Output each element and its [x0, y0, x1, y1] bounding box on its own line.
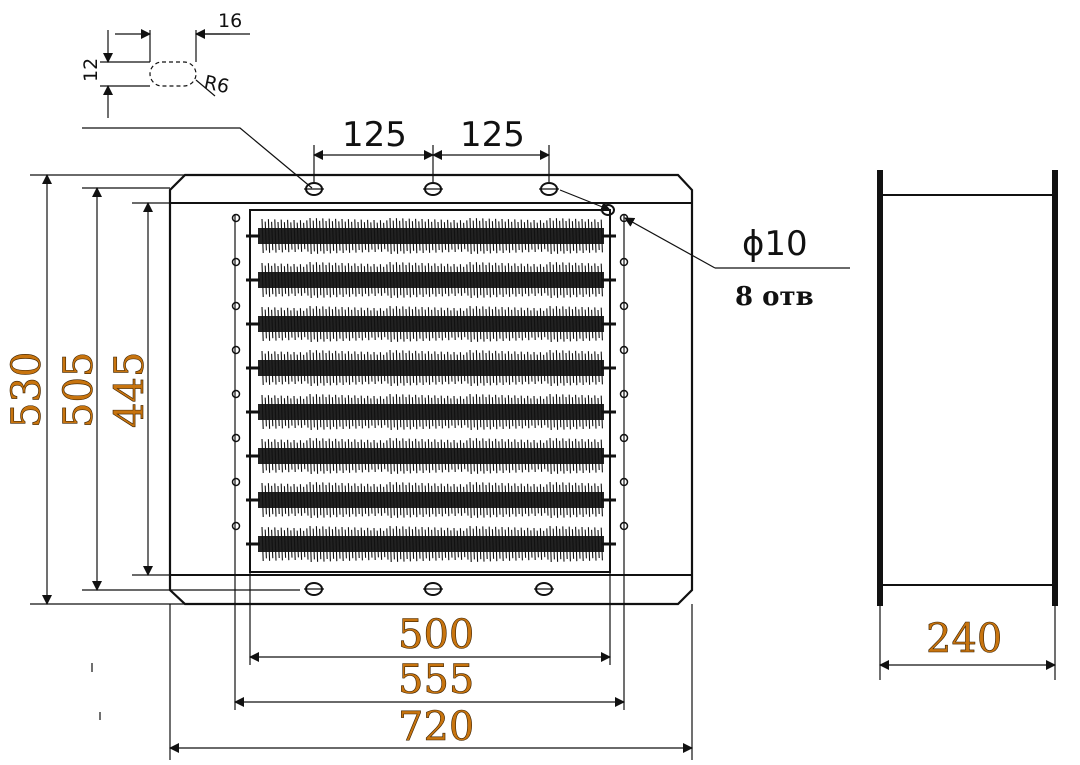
heating-element-row [246, 217, 616, 255]
side-stud [231, 257, 241, 267]
heating-element-row [246, 393, 616, 431]
side-stud [619, 301, 629, 311]
slot-detail: 16 12 R6 [80, 10, 250, 118]
side-stud [231, 433, 241, 443]
hole-callout: ϕ10 8 отв [559, 189, 850, 312]
width-dimensions: 500 555 720 [169, 612, 693, 753]
width-inner-label: 500 [398, 612, 474, 658]
side-stud [231, 301, 241, 311]
height-dimensions: 530 505 445 [4, 174, 300, 605]
width-outer-label: 720 [398, 704, 474, 750]
slot-outline [149, 61, 197, 87]
side-stud [231, 521, 241, 531]
heating-element-row [246, 481, 616, 519]
heating-element-row [246, 261, 616, 299]
side-stud [619, 521, 629, 531]
slot-width-label: 16 [218, 10, 242, 32]
heating-element-row [246, 349, 616, 387]
hole-count-label: 8 отв [735, 282, 814, 312]
side-stud [231, 477, 241, 487]
heating-element-row [246, 525, 616, 563]
slot-height-label: 12 [80, 58, 102, 82]
hole-diameter-label: ϕ10 [742, 224, 808, 264]
side-stud [619, 257, 629, 267]
side-stud [619, 477, 629, 487]
side-studs [231, 213, 629, 531]
side-stud [231, 389, 241, 399]
mounting-holes [304, 182, 615, 596]
width-middle-label: 555 [398, 657, 474, 703]
spacing-right-label: 125 [460, 115, 525, 155]
slot-radius-label: R6 [202, 71, 231, 98]
height-inner-label: 445 [107, 352, 153, 428]
height-middle-label: 505 [56, 352, 102, 428]
side-view: 240 [877, 170, 1058, 680]
side-stud [231, 345, 241, 355]
side-stud [231, 213, 241, 223]
spacing-dimension: 125 125 [313, 115, 550, 182]
spacing-left-label: 125 [342, 115, 407, 155]
heating-element-row [246, 437, 616, 475]
heating-elements [246, 217, 616, 563]
element-panel [249, 209, 611, 573]
heating-element-row [246, 305, 616, 343]
front-frame [168, 173, 694, 606]
side-stud [619, 389, 629, 399]
side-stud [619, 345, 629, 355]
side-stud [619, 433, 629, 443]
height-outer-label: 530 [4, 352, 50, 428]
depth-label: 240 [926, 616, 1002, 662]
